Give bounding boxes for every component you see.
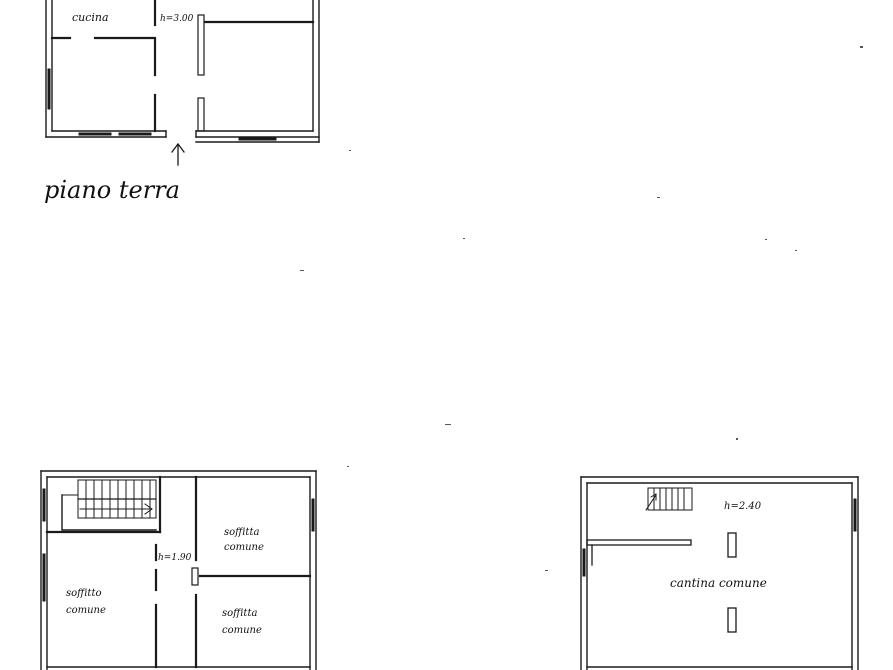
ground-floor-caption: piano terra (44, 176, 180, 204)
attic-staircase (61, 479, 157, 531)
room-label-cucina: cucina (72, 11, 109, 24)
room-label-attic-bottom-right-1: soffitta (222, 608, 257, 619)
cellar-partition (586, 539, 692, 566)
cellar-floor-plan: h=2.40 cantina comune (580, 476, 859, 670)
room-label-attic-left-1: soffitto (66, 588, 102, 599)
room-label-attic-top-right-2: comune (224, 542, 264, 553)
height-note-attic: h=1.90 (158, 553, 192, 563)
room-label-attic-left-2: comune (66, 605, 106, 616)
entrance-arrow-icon (171, 142, 185, 166)
attic-windows (42, 488, 315, 602)
scan-specks (300, 46, 863, 571)
attic-chimney (191, 567, 199, 586)
height-note-ground: h=3.00 (160, 14, 194, 24)
attic-floor-plan: h=1.90 soffitto comune soffitta comune s… (40, 470, 317, 670)
attic-interior-walls (45, 475, 312, 669)
ground-floor-partitions (197, 14, 205, 132)
room-label-cantina: cantina comune (670, 576, 767, 590)
cellar-staircase (645, 487, 693, 511)
cellar-pillars (727, 532, 737, 633)
ground-floor-windows (47, 68, 277, 141)
attic-outer-walls (40, 470, 317, 670)
ground-floor-plan: cucina h=3.00 (45, 0, 320, 166)
cellar-windows (582, 498, 857, 577)
room-label-attic-bottom-right-2: comune (222, 625, 262, 636)
cellar-outer-walls (580, 476, 859, 670)
room-label-attic-top-right-1: soffitta (224, 527, 259, 538)
ground-floor-interior-walls (50, 0, 315, 133)
height-note-cellar: h=2.40 (724, 501, 762, 512)
